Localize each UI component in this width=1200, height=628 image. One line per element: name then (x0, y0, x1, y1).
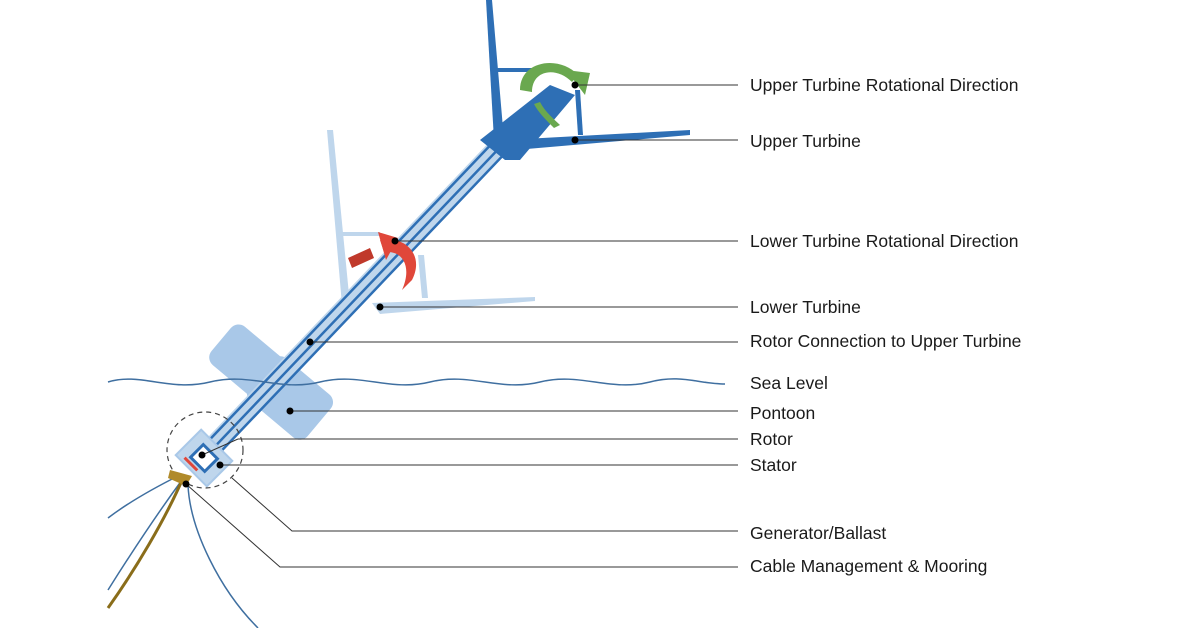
upper-turbine-strut-2 (575, 90, 583, 135)
sea-level-wave (107, 378, 726, 386)
upper-rotation-arrow (520, 63, 590, 128)
leader-generator (231, 477, 738, 532)
shaft-rotor-line-1 (195, 134, 501, 455)
dot-lower-turbine (376, 303, 384, 311)
label-generator-ballast: Generator/Ballast (750, 523, 887, 543)
label-pontoon: Pontoon (750, 403, 816, 423)
upper-turbine (480, 0, 690, 160)
upper-arrow-body (520, 63, 578, 92)
shaft-rotor-line-2 (202, 140, 507, 460)
mooring-lines (106, 470, 259, 628)
turbine-shaft (190, 130, 515, 470)
power-cable (106, 477, 185, 609)
leader-rotor (201, 438, 239, 456)
leader-cable (185, 483, 738, 568)
upper-arrow-head (566, 70, 590, 95)
label-lower-turbine: Lower Turbine (750, 297, 861, 317)
lower-turbine-blade-strut-2 (418, 255, 428, 298)
mooring-line-right (187, 484, 259, 628)
dot-stator (216, 461, 224, 469)
label-cable-management-mooring: Cable Management & Mooring (750, 556, 988, 576)
lower-turbine-blade-strut (340, 232, 380, 236)
leader-lines (185, 84, 738, 568)
label-sea-level: Sea Level (750, 373, 828, 393)
dot-pontoon (286, 407, 294, 415)
label-upper-turbine: Upper Turbine (750, 131, 861, 151)
dot-upper-turbine (571, 136, 579, 144)
shaft-outer (190, 130, 515, 470)
dot-cable (182, 480, 190, 488)
label-rotor: Rotor (750, 429, 793, 449)
lower-turbine-blade-vertical (327, 130, 350, 305)
lower-turbine (327, 130, 535, 314)
dot-rotor-connection (306, 338, 314, 346)
lower-arrow-tail (348, 248, 374, 268)
label-upper-turbine-rotational-direction: Upper Turbine Rotational Direction (750, 75, 1019, 95)
label-stator: Stator (750, 455, 797, 475)
stator-red-strip (183, 456, 199, 472)
mooring-line-left (107, 474, 181, 519)
dot-lower-rotation (391, 237, 399, 245)
dot-upper-rotation (571, 81, 579, 89)
upper-arrow-tail (534, 102, 560, 128)
shaft-rotor-line-3 (208, 146, 512, 465)
label-lower-turbine-rotational-direction: Lower Turbine Rotational Direction (750, 231, 1019, 251)
mooring-line-left-2 (107, 479, 183, 591)
lower-turbine-blade-horizontal (372, 297, 535, 314)
label-rotor-connection: Rotor Connection to Upper Turbine (750, 331, 1022, 351)
upper-turbine-hub (480, 85, 575, 160)
leader-dots (182, 81, 579, 488)
generator-dashed-circle (166, 411, 244, 489)
dot-rotor (198, 451, 206, 459)
